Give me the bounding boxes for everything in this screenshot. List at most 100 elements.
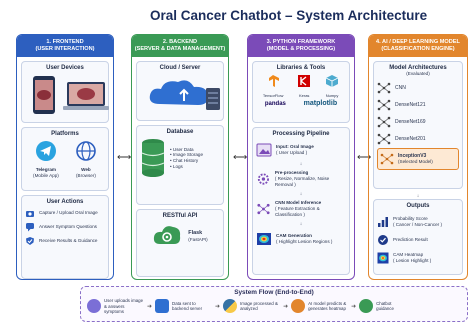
down-arrow-icon: ↓ — [416, 193, 420, 198]
model-label: CNN — [395, 85, 406, 92]
cloud-server-card: Cloud / Server — [136, 61, 224, 121]
outputs-title: Outputs — [406, 203, 430, 209]
telegram-platform[interactable]: Telegram (Mobile App) — [33, 140, 59, 178]
python-header: 3. PYTHON FRAMEWORK (MODEL & PROCESSING) — [248, 35, 354, 57]
flow-step: User uploads image & answers symptoms — [87, 298, 144, 315]
backend-header-title: 2. BACKEND — [162, 39, 198, 46]
pipeline-step: Pre-processing ( Resize, Normalize, Nois… — [256, 168, 346, 190]
image-upload-icon — [256, 143, 272, 157]
output-item: Probability Score ( Cancer / Non-Cancer … — [377, 212, 459, 231]
api-cloud-gear-icon — [154, 226, 181, 244]
cloud-server-title: Cloud / Server — [159, 65, 201, 71]
telegram-sublabel: (Mobile App) — [33, 172, 59, 178]
pipeline-step-detail: ( Highlight Lesion Regions ) — [276, 239, 333, 244]
right-arrow-icon: ➜ — [147, 303, 153, 310]
web-sublabel: (Browser) — [75, 172, 96, 178]
flow-step: Data sent to backend server — [155, 299, 212, 314]
selected-model-sublabel: (Selected Model) — [398, 158, 433, 164]
libraries-title: Libraries & Tools — [276, 65, 326, 71]
libraries-card: Libraries & Tools TensorFlow Keras Numpy… — [252, 61, 350, 123]
python-header-title: 3. PYTHON FRAMEWORK — [266, 39, 336, 46]
pipeline-step-title: CAM Generation — [276, 233, 312, 239]
selected-model-label: InceptionV3 — [398, 152, 427, 159]
pipeline-step: CNN Model Inference ( Feature Extraction… — [256, 198, 346, 220]
lib-label: TensorFlow — [262, 93, 284, 98]
double-arrow-icon: ⟷ — [233, 152, 248, 163]
down-arrow-icon: ↓ — [299, 191, 303, 196]
model-architectures-card: Model Architectures (Evaluated) CNN Dens… — [373, 61, 463, 189]
network-icon — [377, 133, 391, 145]
ai-header-subtitle: (CLASSIFICATION ENGINE) — [381, 46, 455, 52]
ai-model-panel: 4. AI / DEEP LEARNING MODEL (CLASSIFICAT… — [368, 34, 468, 280]
model-label: DenseNet169 — [395, 119, 426, 126]
ai-brain-icon — [291, 299, 306, 314]
user-icon — [87, 299, 101, 314]
pipeline-step-title: Pre-processing — [274, 170, 309, 176]
flask-label: Flask — [188, 229, 203, 236]
network-icon — [377, 82, 391, 94]
database-title: Database — [166, 129, 194, 135]
system-flow-panel: System Flow (End-to-End) User uploads im… — [80, 286, 468, 322]
page-title: Oral Cancer Chatbot – System Architectur… — [150, 8, 428, 23]
restful-api-title: RESTful API — [162, 213, 198, 219]
backend-header-subtitle: (SERVER & DATA MANAGEMENT) — [134, 46, 226, 52]
system-flow-title: System Flow (End-to-End) — [234, 289, 314, 296]
double-arrow-icon: ⟷ — [357, 152, 372, 163]
preprocess-gear-icon — [257, 173, 270, 185]
flask-sublabel: (FastAPI) — [188, 236, 208, 242]
selected-model-item: InceptionV3 (Selected Model) — [377, 147, 459, 170]
database-icon — [141, 139, 165, 177]
heatmap-icon — [257, 233, 271, 245]
frontend-panel: 1. FRONTEND (USER INTERACTION) User Devi… — [16, 34, 114, 280]
backend-header: 2. BACKEND (SERVER & DATA MANAGEMENT) — [132, 35, 228, 57]
numpy-icon — [325, 75, 339, 87]
models-title: Model Architectures — [389, 65, 447, 71]
outputs-card: Outputs Probability Score ( Cancer / Non… — [373, 199, 463, 275]
action-label: Answer Symptom Questions — [39, 224, 97, 230]
pipeline-step-detail: ( User Upload ) — [276, 150, 308, 155]
right-arrow-icon: ➜ — [215, 303, 221, 310]
flow-step: Chatbot guidance — [359, 299, 404, 314]
user-devices-title: User Devices — [46, 65, 84, 71]
model-item: CNN — [377, 80, 459, 97]
output-label: CAM Heatmap — [393, 251, 424, 257]
frontend-header: 1. FRONTEND (USER INTERACTION) — [17, 35, 113, 57]
pipeline-step: CAM Generation ( Highlight Lesion Region… — [256, 228, 346, 250]
db-item: • Chat History — [170, 158, 199, 163]
db-item: • Logs — [170, 163, 183, 169]
lib-label: Keras — [298, 93, 310, 98]
down-arrow-icon: ↓ — [299, 161, 303, 166]
tensorflow-icon — [269, 75, 280, 87]
python-framework-panel: 3. PYTHON FRAMEWORK (MODEL & PROCESSING)… — [247, 34, 355, 280]
web-platform[interactable]: Web (Browser) — [75, 140, 97, 178]
tensorflow-lib: TensorFlow — [263, 74, 283, 98]
model-label: DenseNet121 — [395, 102, 426, 109]
cloud-server-icon — [149, 80, 220, 110]
pipeline-step: Input: Oral Image ( User Upload ) — [256, 140, 346, 160]
pipeline-step-detail: ( Resize, Normalize, Noise Removal ) — [274, 176, 330, 187]
processing-pipeline-card: Processing Pipeline Input: Oral Image ( … — [252, 127, 350, 275]
user-devices-card: User Devices — [21, 61, 109, 123]
keras-lib: Keras — [297, 74, 311, 98]
check-circle-icon — [378, 234, 388, 245]
chat-icon — [26, 223, 34, 232]
network-icon — [377, 99, 391, 111]
heatmap-icon — [377, 252, 389, 263]
matplotlib-logo: matplotlib — [303, 100, 338, 107]
flow-step-label: AI model predicts & generates heatmap — [308, 300, 347, 312]
neural-network-icon — [257, 203, 270, 215]
output-detail: ( Cancer / Non-Cancer ) — [393, 221, 443, 227]
ai-header: 4. AI / DEEP LEARNING MODEL (CLASSIFICAT… — [369, 35, 467, 57]
frontend-header-subtitle: (USER INTERACTION) — [35, 46, 95, 52]
pandas-logo: pandas — [264, 100, 286, 107]
down-arrow-icon: ↓ — [299, 221, 303, 226]
action-item: Receive Results & Guidance — [25, 236, 105, 246]
output-label: Probability Score — [393, 215, 428, 221]
flow-step-label: Data sent to backend server — [172, 300, 203, 312]
ai-header-title: 4. AI / DEEP LEARNING MODEL — [376, 39, 460, 46]
output-label: Prediction Result — [393, 236, 428, 242]
chatbot-icon — [359, 299, 374, 314]
numpy-lib: Numpy — [325, 74, 339, 98]
pipeline-step-detail: ( Feature Extraction & Classification ) — [274, 206, 320, 217]
db-item: • Image Storage — [170, 152, 204, 158]
